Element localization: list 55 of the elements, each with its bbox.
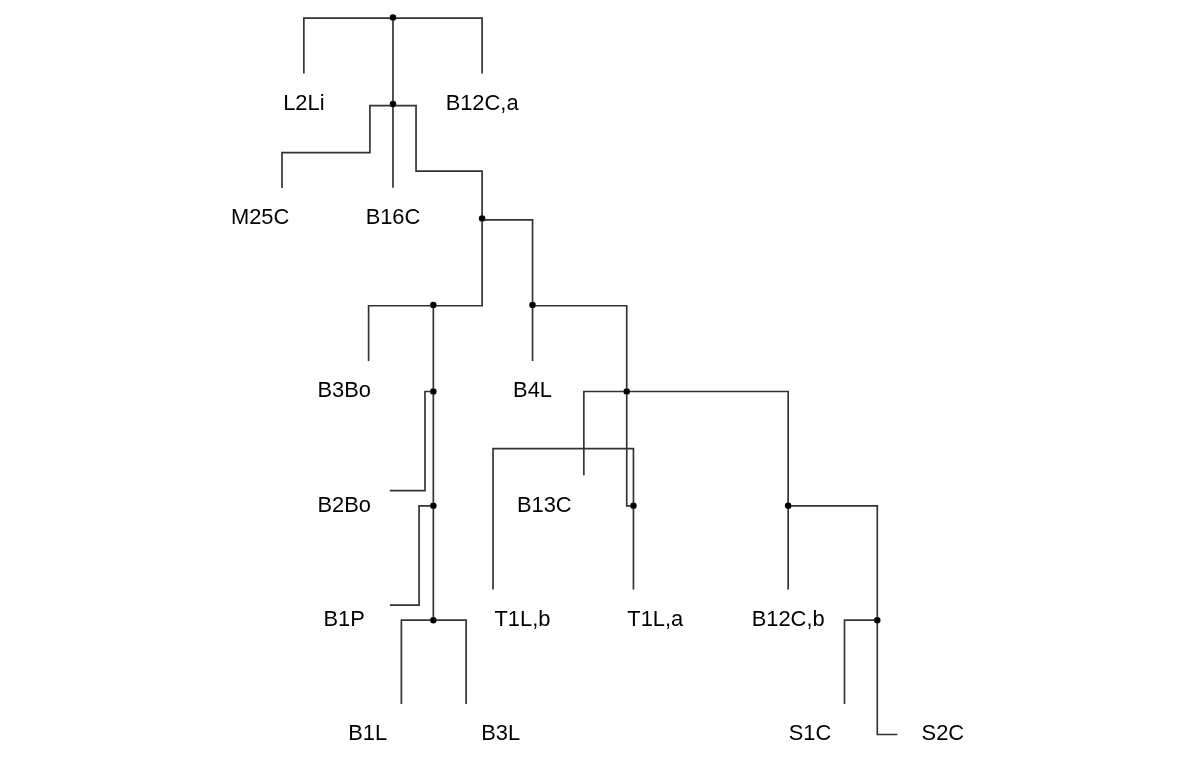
connector bbox=[394, 17, 483, 75]
connector bbox=[391, 19, 394, 102]
node-point bbox=[873, 616, 881, 624]
connector bbox=[632, 507, 634, 591]
node-point bbox=[429, 616, 437, 624]
connector bbox=[388, 505, 431, 606]
connector bbox=[432, 507, 434, 618]
node-text: M25C bbox=[230, 204, 289, 230]
node-text: B4L bbox=[512, 377, 552, 403]
node-text: B12C,b bbox=[751, 605, 825, 631]
node-point bbox=[478, 215, 485, 222]
connector bbox=[582, 390, 625, 477]
node-text: B16C bbox=[365, 204, 420, 230]
node-point bbox=[429, 502, 437, 510]
connector bbox=[434, 619, 467, 705]
connector bbox=[875, 622, 898, 736]
connector bbox=[393, 104, 483, 217]
connector bbox=[625, 393, 632, 507]
node-text: T1L,a bbox=[626, 605, 683, 631]
connector bbox=[843, 619, 876, 705]
node-text: B13C bbox=[516, 491, 572, 517]
connector bbox=[400, 619, 432, 705]
node-text: L2Li bbox=[282, 89, 325, 115]
connector bbox=[531, 307, 533, 362]
connector bbox=[302, 17, 391, 75]
connector bbox=[628, 390, 789, 504]
node-text: T1L,b bbox=[494, 605, 550, 631]
connector bbox=[786, 507, 789, 591]
node-point bbox=[784, 502, 791, 510]
node-text: B2Bo bbox=[316, 491, 371, 517]
node-point bbox=[389, 100, 396, 108]
node-point bbox=[429, 388, 437, 395]
connector bbox=[432, 307, 434, 390]
node-point bbox=[622, 388, 630, 395]
connector bbox=[280, 104, 392, 189]
node-point bbox=[528, 301, 536, 309]
node-text: S1C bbox=[788, 720, 831, 746]
connector bbox=[533, 304, 628, 390]
node-text: B1L bbox=[347, 720, 387, 746]
node-point bbox=[389, 14, 396, 21]
connector bbox=[367, 304, 431, 362]
node-point bbox=[429, 301, 437, 309]
connector bbox=[432, 393, 434, 504]
connector bbox=[482, 219, 533, 303]
node-text: B1P bbox=[323, 605, 365, 631]
connector bbox=[491, 447, 634, 591]
node-text: B12C,a bbox=[445, 89, 519, 115]
node-text: S2C bbox=[921, 720, 964, 746]
connector bbox=[388, 390, 432, 492]
node-text: B3Bo bbox=[316, 377, 371, 403]
connector bbox=[789, 505, 878, 619]
node-point bbox=[629, 502, 637, 510]
connector bbox=[434, 220, 483, 307]
node-text: B3L bbox=[480, 720, 520, 746]
connector bbox=[391, 106, 394, 189]
